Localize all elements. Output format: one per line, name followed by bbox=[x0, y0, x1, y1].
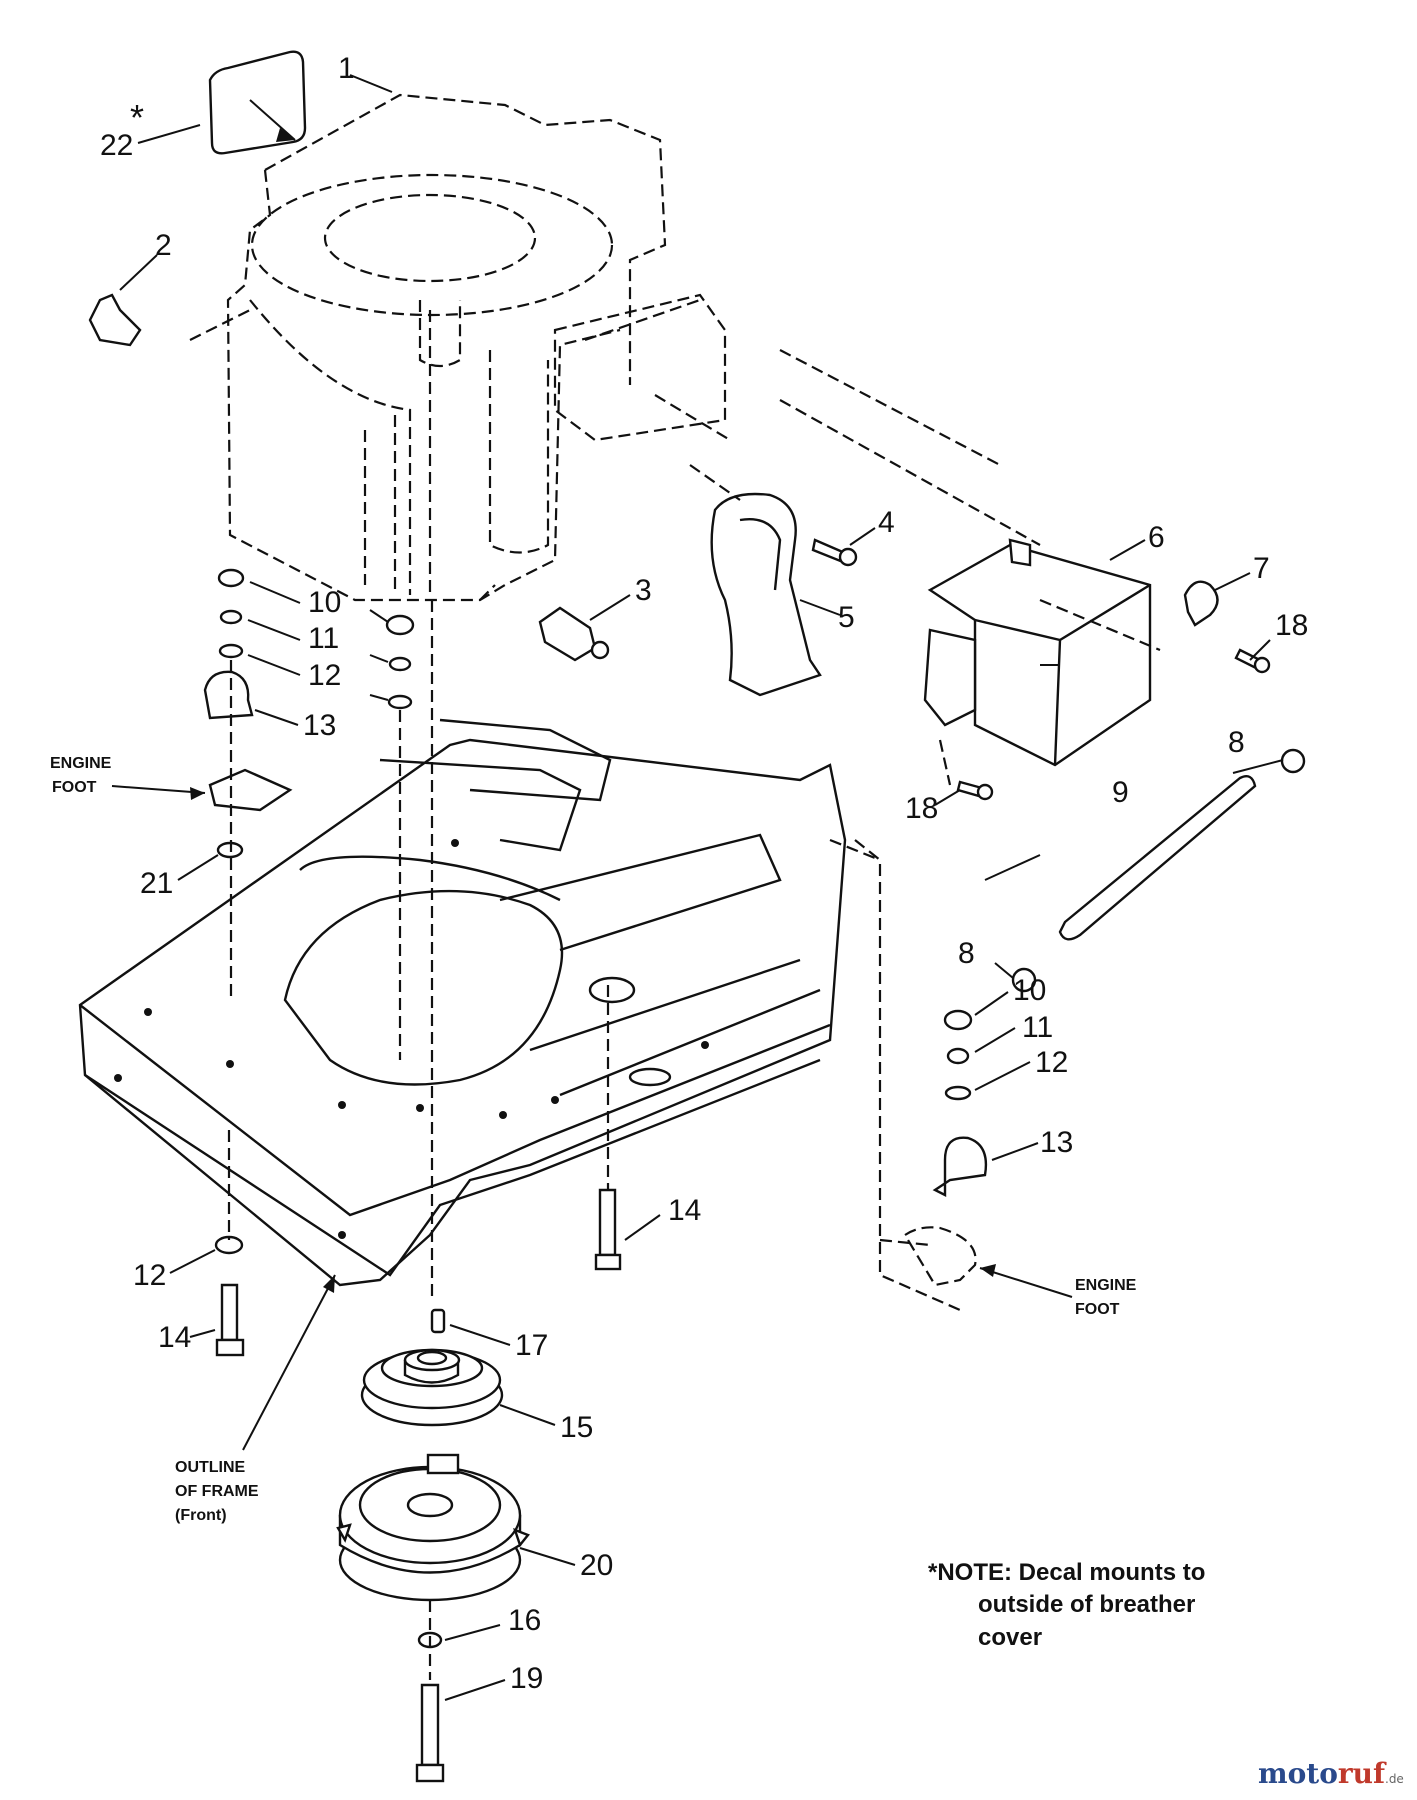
callout-12c: 12 bbox=[133, 1259, 166, 1292]
callout-18b: 18 bbox=[905, 792, 938, 825]
callout-8b: 8 bbox=[958, 937, 975, 970]
callout-10b: 10 bbox=[1013, 974, 1046, 1007]
callout-3: 3 bbox=[635, 574, 652, 607]
muffler-part-6 bbox=[927, 543, 1152, 767]
leader-lines bbox=[119, 74, 1284, 1701]
right-hardware bbox=[903, 1009, 988, 1287]
clamp-part-8a bbox=[1280, 748, 1306, 774]
callout-15: 15 bbox=[560, 1411, 593, 1444]
callout-4: 4 bbox=[878, 506, 895, 539]
text-labels: ENGINE FOOT ENGINE FOOT OUTLINE OF FRAME… bbox=[50, 755, 1205, 1651]
callout-7: 7 bbox=[1253, 552, 1270, 585]
callout-14a: 14 bbox=[668, 1194, 701, 1227]
bracket-part-2 bbox=[88, 293, 142, 347]
callout-1: 1 bbox=[338, 52, 355, 85]
callout-12a: 12 bbox=[308, 659, 341, 692]
callout-16: 16 bbox=[508, 1604, 541, 1637]
outline-frame-line2: OF FRAME bbox=[175, 1483, 259, 1500]
sensor-part-3 bbox=[538, 606, 597, 662]
outline-frame-line1: OUTLINE bbox=[175, 1459, 246, 1476]
callout-6: 6 bbox=[1148, 521, 1165, 554]
callout-8a: 8 bbox=[1228, 726, 1245, 759]
callout-13b: 13 bbox=[1040, 1126, 1073, 1159]
callout-12b: 12 bbox=[1035, 1046, 1068, 1079]
svg-text:motoruf: motoruf bbox=[1258, 1757, 1387, 1790]
callout-20: 20 bbox=[580, 1549, 613, 1582]
bolt-part-19 bbox=[420, 1683, 440, 1767]
hose-part-9 bbox=[1058, 775, 1257, 941]
engine-foot-left-line1: ENGINE bbox=[50, 755, 112, 772]
watermark-tld: .de bbox=[1385, 1772, 1404, 1786]
note-line1: *NOTE: Decal mounts to bbox=[928, 1559, 1205, 1586]
callout-22: 22 bbox=[100, 129, 133, 162]
pulley-part-15 bbox=[360, 1348, 504, 1427]
callout-10a: 10 bbox=[308, 586, 341, 619]
callout-19: 19 bbox=[510, 1662, 543, 1695]
engine-outline bbox=[189, 93, 727, 602]
shroud-part-5 bbox=[710, 492, 822, 697]
callout-5: 5 bbox=[838, 601, 855, 634]
callout-22-star: * bbox=[130, 97, 144, 138]
outline-frame-line3: (Front) bbox=[175, 1507, 227, 1524]
washer-part-12c bbox=[214, 1235, 244, 1255]
callout-14b: 14 bbox=[158, 1321, 191, 1354]
callout-11b: 11 bbox=[1022, 1011, 1053, 1044]
frame bbox=[78, 718, 961, 1312]
engine-foot-left-line2: FOOT bbox=[52, 779, 97, 796]
callout-17: 17 bbox=[515, 1329, 548, 1362]
engine-foot-right-line1: ENGINE bbox=[1075, 1277, 1137, 1294]
clutch-part-20 bbox=[336, 1453, 530, 1602]
note-line3: cover bbox=[978, 1624, 1042, 1651]
callout-9: 9 bbox=[1112, 776, 1129, 809]
callout-numbers: 1 2 3 4 5 6 7 8 8 9 10 11 12 13 10 11 12… bbox=[100, 52, 1308, 1695]
clamp-part-8b bbox=[1011, 967, 1037, 993]
callout-13a: 13 bbox=[303, 709, 336, 742]
clamp-part-7 bbox=[1183, 580, 1219, 627]
watermark-logo: motoruf .de bbox=[1258, 1757, 1404, 1790]
key-part-17 bbox=[430, 1308, 446, 1334]
engine-foot-right-line2: FOOT bbox=[1075, 1301, 1120, 1318]
callout-11a: 11 bbox=[308, 622, 339, 655]
bolt-part-14a bbox=[598, 1188, 617, 1257]
note-line2: outside of breather bbox=[978, 1591, 1195, 1618]
callout-18a: 18 bbox=[1275, 609, 1308, 642]
callout-2: 2 bbox=[155, 229, 172, 262]
label-arrows bbox=[111, 128, 1073, 1451]
bolt-part-14b bbox=[220, 1283, 239, 1342]
callout-21: 21 bbox=[140, 867, 173, 900]
